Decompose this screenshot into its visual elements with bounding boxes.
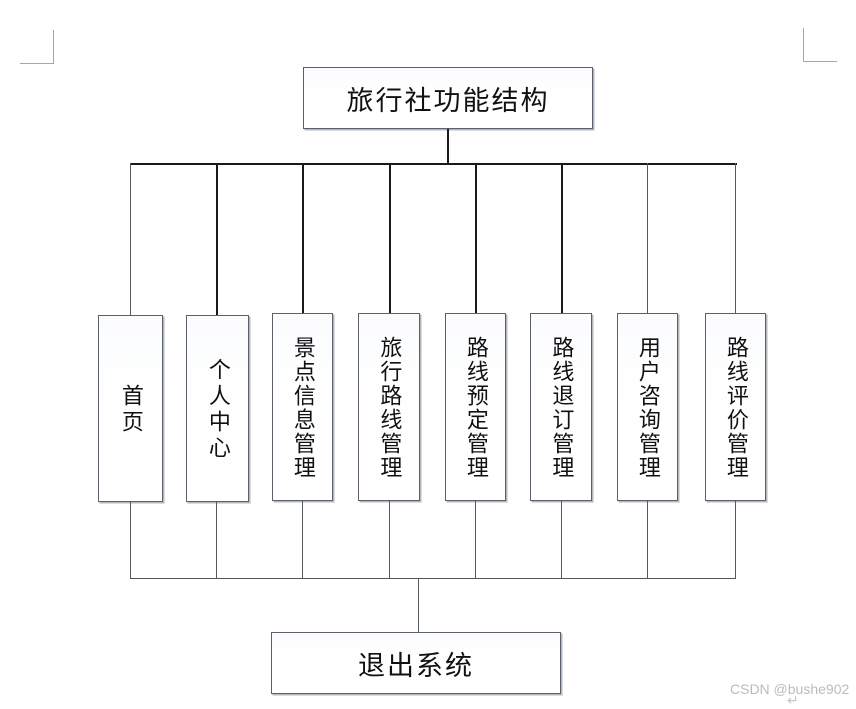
- connector-down-5: [475, 163, 477, 314]
- csdn-watermark: CSDN @bushe902: [730, 681, 850, 697]
- page-corner-mark-top-right: [803, 28, 837, 62]
- node-footer-logout[interactable]: 退出系统: [271, 632, 561, 694]
- paragraph-mark-icon: ↵: [787, 692, 799, 708]
- node-child-6[interactable]: 路线退订管理: [530, 313, 592, 501]
- node-child-7[interactable]: 用户咨询管理: [617, 313, 678, 501]
- connector-up-8: [735, 500, 736, 579]
- node-child-5[interactable]: 路线预定管理: [445, 313, 506, 501]
- connector-top-bus: [130, 163, 737, 165]
- connector-bottom-bus: [130, 578, 736, 579]
- connector-up-1: [130, 501, 131, 579]
- node-child-8-label: 路线评价管理: [723, 336, 749, 480]
- node-child-6-label: 路线退订管理: [549, 336, 575, 480]
- connector-up-3: [302, 500, 303, 579]
- node-child-5-label: 路线预定管理: [463, 336, 489, 480]
- connector-root-stem: [447, 129, 449, 164]
- node-child-1[interactable]: 首页: [98, 315, 163, 502]
- node-child-3-label: 景点信息管理: [290, 336, 316, 480]
- node-child-1-label: 首页: [118, 383, 144, 436]
- connector-up-6: [561, 500, 562, 579]
- connector-up-5: [475, 500, 476, 579]
- node-root-label: 旅行社功能结构: [346, 85, 550, 116]
- node-child-2-label: 个人中心: [205, 357, 231, 462]
- node-child-7-label: 用户咨询管理: [635, 336, 661, 480]
- connector-down-3: [302, 163, 304, 314]
- node-footer-label: 退出系统: [358, 650, 474, 681]
- connector-up-2: [216, 501, 217, 579]
- node-child-4-label: 旅行路线管理: [377, 336, 403, 480]
- node-child-3[interactable]: 景点信息管理: [272, 313, 333, 501]
- connector-up-4: [389, 500, 390, 579]
- connector-down-6: [561, 163, 563, 314]
- connector-down-8: [735, 163, 736, 314]
- connector-footer-stem: [418, 578, 419, 632]
- connector-down-7: [647, 163, 648, 314]
- connector-down-1: [130, 163, 131, 316]
- connector-up-7: [647, 500, 648, 579]
- node-child-4[interactable]: 旅行路线管理: [358, 313, 420, 501]
- page-corner-mark-top-left: [20, 30, 54, 64]
- node-child-2[interactable]: 个人中心: [186, 315, 249, 502]
- connector-down-4: [389, 163, 391, 314]
- connector-down-2: [216, 163, 218, 316]
- node-child-8[interactable]: 路线评价管理: [705, 313, 766, 501]
- node-root[interactable]: 旅行社功能结构: [303, 67, 593, 129]
